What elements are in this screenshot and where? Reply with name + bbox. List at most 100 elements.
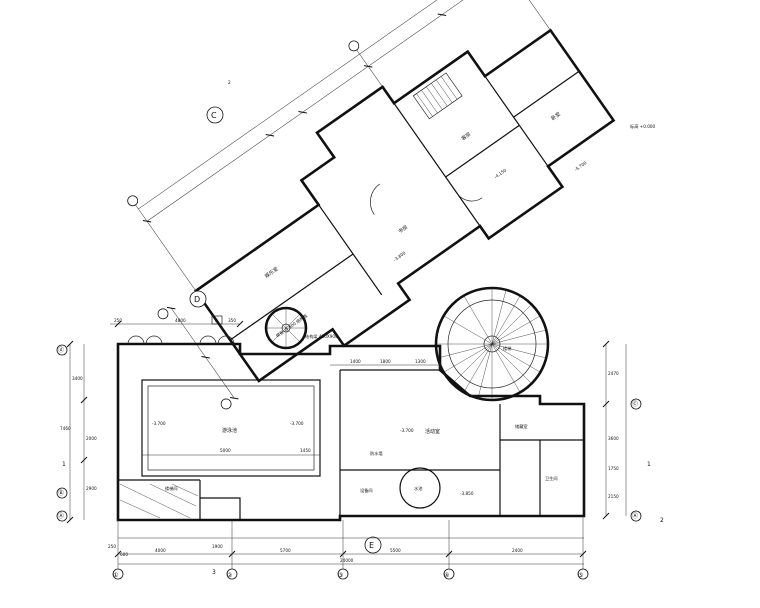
- svg-text:3400: 3400: [72, 376, 83, 381]
- section-marker-c: C: [206, 106, 224, 124]
- svg-text:E: E: [369, 541, 374, 550]
- svg-text:7460: 7460: [60, 426, 71, 431]
- svg-text:③: ③: [338, 572, 343, 579]
- door-swing: [370, 183, 380, 215]
- room-label: 活动室: [425, 428, 440, 435]
- svg-text:600: 600: [120, 552, 128, 557]
- svg-text:②: ②: [227, 572, 233, 579]
- dim-text: 5000: [220, 448, 231, 453]
- svg-text:ⓓ: ⓓ: [58, 346, 64, 354]
- svg-text:D: D: [194, 295, 200, 304]
- elevation-tag: 标高 +0.000: [630, 123, 656, 130]
- axis-bubble: [220, 398, 232, 410]
- room-label: 水池: [414, 485, 423, 491]
- upper-wing-partition: [318, 204, 383, 296]
- svg-text:Ⓐ: Ⓐ: [58, 512, 64, 520]
- svg-text:250: 250: [114, 318, 122, 323]
- svg-text:①: ①: [113, 572, 118, 579]
- section-marker-d: D: [189, 290, 207, 308]
- svg-text:5700: 5700: [280, 548, 291, 553]
- room-label: 客房: [460, 131, 472, 142]
- upper-wing-partition: [229, 253, 354, 341]
- room-label: 卧室: [550, 111, 562, 122]
- level-mark: -3.700: [152, 421, 166, 426]
- svg-text:C: C: [211, 111, 217, 120]
- room-label: 游泳池: [222, 427, 237, 434]
- svg-text:350: 350: [228, 318, 236, 323]
- axis-bubble: [127, 195, 139, 207]
- left-dimension-column: 3400 7460 2000 2900 ⓓ 1 Ⓑ Ⓐ: [56, 340, 97, 524]
- svg-text:5500: 5500: [390, 548, 401, 553]
- svg-text:24000: 24000: [340, 558, 354, 563]
- svg-text:250: 250: [108, 544, 116, 549]
- partition: [200, 497, 241, 520]
- upper-wing-partition: [393, 102, 490, 239]
- dim-chain: [146, 0, 508, 222]
- room-label: 书房: [397, 224, 409, 235]
- round-tank: [399, 467, 441, 509]
- svg-text:④: ④: [444, 572, 449, 579]
- annotation: 结构梁 450X900: [305, 333, 338, 340]
- axis-bubble: [348, 40, 360, 52]
- level-mark: -3.800: [393, 250, 407, 262]
- upper-wing-partition: [484, 75, 549, 167]
- top-dimension-row: 250 4800 3 350: [110, 315, 244, 328]
- right-dimension-column: 2470 3600 1750 2150 Ⓒ 1 Ⓐ 2: [602, 340, 664, 524]
- door-swing: [456, 193, 483, 202]
- arch-openings: [127, 335, 235, 345]
- dim-chain: [138, 0, 499, 210]
- room-label: 楼梯间: [165, 485, 178, 492]
- upper-stair: [412, 72, 463, 120]
- room-label: 设备间: [360, 487, 373, 494]
- room-label: 娱乐室: [263, 265, 279, 279]
- pool-inner: [147, 385, 315, 471]
- svg-text:1750: 1750: [608, 466, 619, 471]
- svg-text:2470: 2470: [608, 371, 619, 376]
- spiral-stair-small: [264, 306, 308, 350]
- svg-text:4800: 4800: [175, 318, 186, 323]
- svg-text:3600: 3600: [608, 436, 619, 441]
- svg-text:2900: 2900: [86, 486, 97, 491]
- svg-text:1: 1: [62, 461, 66, 468]
- svg-text:1: 1: [647, 461, 651, 468]
- room-label: 卫生间: [545, 475, 558, 482]
- bottom-dimension-rows: 250 600 1900 4000 5700 5500 2400 24000: [108, 516, 587, 570]
- lower-block: 游泳池 水池 活动室 设备间 卫生间 储藏室 楼梯间 结构梁 450X900 防…: [116, 333, 586, 522]
- svg-text:⑤: ⑤: [578, 572, 583, 579]
- upper-wing-partition: [513, 70, 580, 118]
- svg-text:Ⓒ: Ⓒ: [632, 400, 638, 408]
- level-mark: -3.700: [290, 421, 304, 426]
- svg-text:1900: 1900: [212, 544, 223, 549]
- svg-text:Ⓑ: Ⓑ: [58, 489, 64, 497]
- svg-text:2400: 2400: [512, 548, 523, 553]
- annotation: 防水墙: [370, 450, 383, 457]
- dim-text: 1450: [300, 448, 311, 453]
- level-mark: -4.150: [493, 167, 507, 179]
- svg-text:3: 3: [212, 569, 216, 576]
- svg-text:Ⓐ: Ⓐ: [632, 512, 638, 520]
- level-mark: -3.700: [400, 428, 414, 433]
- pool-outline: [141, 379, 321, 477]
- level-mark: -5.700: [574, 160, 588, 172]
- spiral-stair-large: 楼梯: [434, 286, 550, 402]
- dim-text: 1800: [380, 359, 391, 364]
- svg-text:2150: 2150: [608, 494, 619, 499]
- svg-text:3: 3: [215, 318, 218, 323]
- bottom-axis-row: ① ② ③ ④ ⑤ 3: [112, 568, 589, 580]
- level-mark: -3.850: [460, 491, 474, 496]
- upper-rotated-wing: 娱乐室 书房 客房 卧室 -4.150 -3.800 -5.700 楼板 -0.…: [127, 0, 616, 410]
- svg-text:2: 2: [660, 517, 664, 524]
- svg-text:楼梯: 楼梯: [503, 345, 511, 352]
- room-label: 储藏室: [515, 423, 528, 430]
- dim-text: 1400: [350, 359, 361, 364]
- lower-outer-wall: [116, 342, 586, 522]
- ramp-hatch: [119, 483, 199, 519]
- upper-wing-outer-wall: [193, 28, 616, 383]
- sub-axis-label: 2: [228, 80, 231, 85]
- section-marker-e: E: [364, 536, 382, 554]
- upper-wing-partition: [445, 124, 520, 178]
- axis-bubble: [157, 308, 169, 320]
- svg-text:2000: 2000: [86, 436, 97, 441]
- dim-text: 1300: [415, 359, 426, 364]
